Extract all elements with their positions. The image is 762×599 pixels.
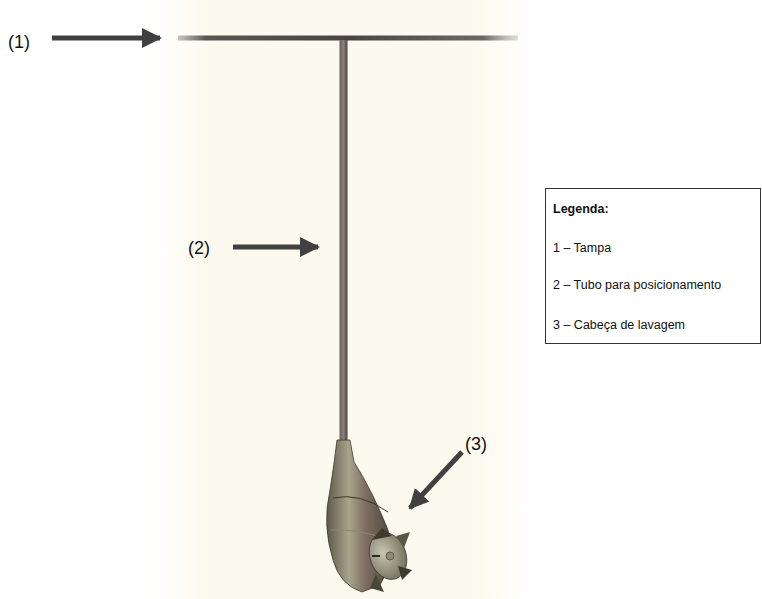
legend-text: 3 – Cabeça de lavagem bbox=[553, 318, 685, 332]
cover-plate bbox=[178, 36, 518, 41]
legend-item: 3 – Cabeça de lavagem bbox=[553, 317, 685, 333]
backdrop bbox=[150, 0, 530, 599]
callout-number: (3) bbox=[465, 434, 487, 454]
legend-item: 2 – Tubo para posicionamento bbox=[553, 277, 721, 293]
legend-title: Legenda: bbox=[553, 201, 609, 217]
washing-head bbox=[327, 440, 413, 592]
callout-number: (2) bbox=[188, 238, 210, 258]
legend-box bbox=[546, 189, 761, 344]
legend-text: 2 – Tubo para posicionamento bbox=[553, 278, 721, 292]
legend-item: 1 – Tampa bbox=[553, 240, 611, 256]
leader-arrow bbox=[52, 36, 160, 41]
positioning-tube bbox=[340, 40, 348, 440]
legend-text: 1 – Tampa bbox=[553, 241, 611, 255]
callout-number: (1) bbox=[8, 32, 30, 52]
leader-arrow bbox=[410, 452, 462, 508]
leader-arrow bbox=[233, 245, 318, 250]
